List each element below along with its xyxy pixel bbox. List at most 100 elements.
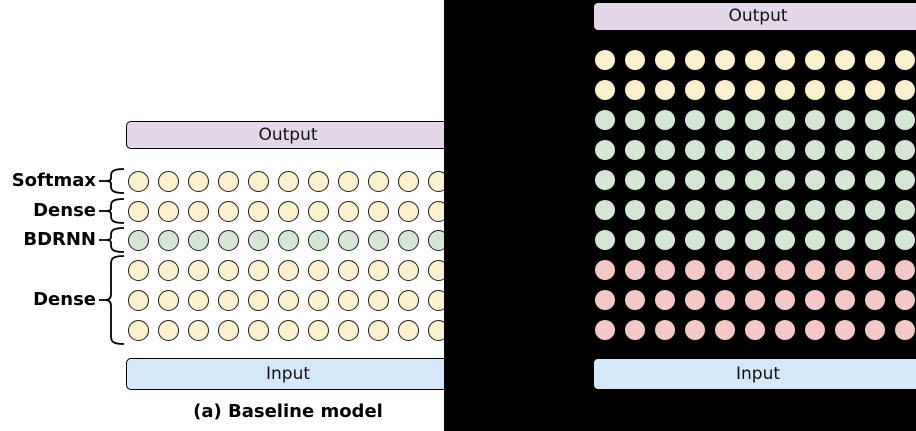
neuron-circle: [745, 80, 765, 100]
neuron-circle: [865, 140, 885, 160]
neuron-circle: [367, 170, 389, 192]
neuron-circle: [655, 230, 675, 250]
left-output-box: Output: [126, 121, 450, 149]
neuron-circle: [187, 229, 209, 251]
neuron-circle: [397, 200, 419, 222]
neuron-circle: [247, 229, 269, 251]
neuron-circle: [625, 140, 645, 160]
neuron-circle: [127, 259, 149, 281]
neuron-circle: [805, 260, 825, 280]
neuron-circle: [625, 290, 645, 310]
neuron-circle: [805, 230, 825, 250]
neuron-circle: [715, 260, 735, 280]
neuron-circle: [397, 289, 419, 311]
right-input-label: Input: [735, 363, 781, 384]
right-output-box: Output: [593, 2, 916, 31]
neuron-circle: [277, 259, 299, 281]
neuron-circle: [277, 170, 299, 192]
neuron-circle: [835, 230, 855, 250]
neuron-circle: [745, 170, 765, 190]
neuron-circle: [595, 260, 615, 280]
neuron-circle: [895, 290, 915, 310]
left-input-label: Input: [265, 363, 311, 384]
neuron-circle: [217, 200, 239, 222]
neuron-circle: [775, 170, 795, 190]
label-softmax: Softmax: [11, 170, 96, 191]
neuron-circle: [625, 200, 645, 220]
neuron-circle: [367, 319, 389, 341]
neuron-circle: [157, 289, 179, 311]
brace-dense-1: [99, 198, 125, 224]
neuron-circle: [337, 319, 359, 341]
neuron-circle: [217, 170, 239, 192]
neuron-circle: [595, 200, 615, 220]
neuron-circle: [835, 50, 855, 70]
neuron-circle: [655, 290, 675, 310]
neuron-circle: [895, 110, 915, 130]
neuron-circle: [127, 170, 149, 192]
neuron-circle: [307, 170, 329, 192]
neuron-circle: [895, 230, 915, 250]
neuron-circle: [307, 319, 329, 341]
neuron-circle: [655, 200, 675, 220]
neuron-circle: [247, 259, 269, 281]
neuron-circle: [895, 200, 915, 220]
neuron-circle: [835, 140, 855, 160]
neuron-circle: [835, 260, 855, 280]
neuron-circle: [367, 229, 389, 251]
neuron-circle: [625, 320, 645, 340]
neuron-circle: [127, 289, 149, 311]
neuron-circle: [895, 260, 915, 280]
neuron-circle: [715, 140, 735, 160]
neuron-circle: [685, 170, 705, 190]
neuron-circle: [685, 320, 705, 340]
neuron-circle: [187, 200, 209, 222]
neuron-circle: [367, 289, 389, 311]
neuron-circle: [625, 260, 645, 280]
brace-softmax: [99, 168, 125, 194]
neuron-circle: [247, 170, 269, 192]
neuron-circle: [217, 229, 239, 251]
neuron-circle: [277, 319, 299, 341]
neuron-circle: [775, 50, 795, 70]
neuron-circle: [187, 259, 209, 281]
neuron-circle: [775, 110, 795, 130]
neuron-circle: [835, 170, 855, 190]
neuron-circle: [247, 319, 269, 341]
neuron-circle: [625, 110, 645, 130]
neuron-circle: [745, 50, 765, 70]
neuron-circle: [805, 320, 825, 340]
neuron-circle: [685, 140, 705, 160]
neuron-circle: [775, 200, 795, 220]
neuron-circle: [595, 80, 615, 100]
neuron-circle: [745, 110, 765, 130]
neuron-circle: [805, 140, 825, 160]
neuron-circle: [715, 80, 735, 100]
neuron-circle: [157, 319, 179, 341]
neuron-circle: [895, 50, 915, 70]
neuron-circle: [775, 320, 795, 340]
neuron-circle: [277, 200, 299, 222]
neuron-circle: [775, 140, 795, 160]
left-input-box: Input: [126, 358, 450, 390]
neuron-circle: [655, 260, 675, 280]
neuron-circle: [685, 290, 705, 310]
right-input-box: Input: [593, 358, 916, 390]
neuron-circle: [865, 110, 885, 130]
neuron-circle: [247, 289, 269, 311]
neuron-circle: [595, 110, 615, 130]
neuron-circle: [805, 290, 825, 310]
neuron-circle: [217, 319, 239, 341]
neuron-circle: [865, 260, 885, 280]
right-output-label: Output: [728, 6, 788, 26]
neuron-circle: [337, 289, 359, 311]
neuron-circle: [595, 320, 615, 340]
neuron-circle: [685, 110, 705, 130]
neuron-circle: [127, 319, 149, 341]
neuron-circle: [745, 230, 765, 250]
neuron-circle: [745, 200, 765, 220]
neuron-circle: [835, 80, 855, 100]
neuron-circle: [805, 170, 825, 190]
neuron-circle: [157, 200, 179, 222]
